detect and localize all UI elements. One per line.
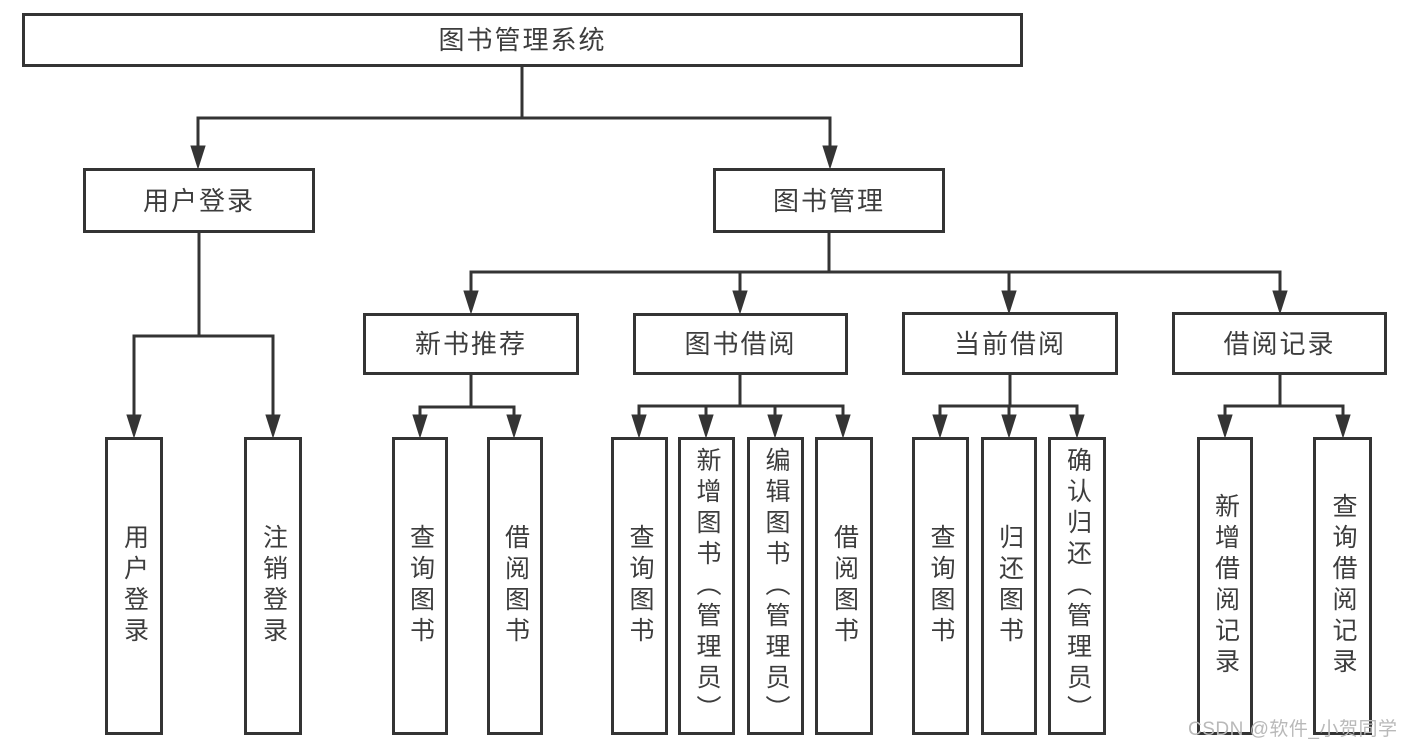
connector-root-to-level2	[190, 65, 838, 170]
connector-book-borrowing-to-leaves	[631, 373, 851, 439]
watermark: CSDN @软件_小贺同学	[1188, 719, 1398, 740]
leaf-query-books-recommend-label: 查询图书	[406, 524, 435, 648]
leaf-user-login-label: 用户登录	[120, 524, 149, 648]
leaf-confirm-return-admin-label: 确认归还（管理员）	[1063, 446, 1092, 726]
leaf-edit-books-admin: 编辑图书（管理员）	[747, 437, 804, 735]
leaf-add-borrow-record-label: 新增借阅记录	[1211, 493, 1240, 679]
leaf-return-books-label: 归还图书	[995, 524, 1024, 648]
leaf-edit-books-admin-label: 编辑图书（管理员）	[762, 446, 790, 726]
leaf-add-books-admin: 新增图书（管理员）	[678, 437, 735, 735]
node-new-book-recommendation-label: 新书推荐	[414, 329, 527, 359]
leaf-logout: 注销登录	[244, 437, 302, 735]
leaf-borrow-books-label: 借阅图书	[830, 524, 859, 648]
leaf-borrow-books-recommend: 借阅图书	[487, 437, 543, 735]
leaf-logout-label: 注销登录	[259, 524, 288, 648]
leaf-query-books-current: 查询图书	[912, 437, 969, 735]
node-user-login-label: 用户登录	[142, 185, 255, 216]
leaf-confirm-return-admin: 确认归还（管理员）	[1048, 437, 1106, 735]
node-current-borrowing-label: 当前借阅	[953, 328, 1066, 359]
leaf-query-books-current-label: 查询图书	[927, 524, 955, 648]
node-new-book-recommendation: 新书推荐	[363, 313, 579, 375]
node-book-borrowing-label: 图书借阅	[684, 329, 797, 359]
leaf-add-borrow-record: 新增借阅记录	[1197, 437, 1253, 735]
node-borrowing-records: 借阅记录	[1172, 312, 1387, 375]
leaf-query-books-recommend: 查询图书	[392, 437, 448, 735]
node-user-login: 用户登录	[83, 168, 315, 233]
leaf-query-books-borrowing: 查询图书	[611, 437, 668, 735]
leaf-user-login: 用户登录	[105, 437, 163, 735]
leaf-add-books-admin-label: 新增图书（管理员）	[693, 446, 721, 726]
leaf-borrow-books-recommend-label: 借阅图书	[501, 524, 530, 648]
connector-user-login-to-leaves	[126, 231, 281, 439]
node-book-management: 图书管理	[713, 168, 945, 233]
leaf-borrow-books: 借阅图书	[815, 437, 873, 735]
connector-current-borrowing-to-leaves	[932, 373, 1085, 439]
node-borrowing-records-label: 借阅记录	[1223, 328, 1336, 359]
node-book-borrowing: 图书借阅	[633, 313, 848, 375]
connector-new-book-to-leaves	[412, 373, 522, 439]
connector-borrowing-records-to-leaves	[1217, 373, 1351, 439]
leaf-query-borrow-record-label: 查询借阅记录	[1329, 493, 1357, 679]
connector-book-management-to-level3	[463, 231, 1288, 315]
node-root-label: 图书管理系统	[438, 25, 607, 55]
node-current-borrowing: 当前借阅	[902, 312, 1118, 375]
node-root: 图书管理系统	[22, 13, 1023, 67]
node-book-management-label: 图书管理	[772, 185, 885, 216]
leaf-return-books: 归还图书	[981, 437, 1037, 735]
leaf-query-borrow-record: 查询借阅记录	[1313, 437, 1372, 735]
leaf-query-books-borrowing-label: 查询图书	[626, 524, 654, 648]
